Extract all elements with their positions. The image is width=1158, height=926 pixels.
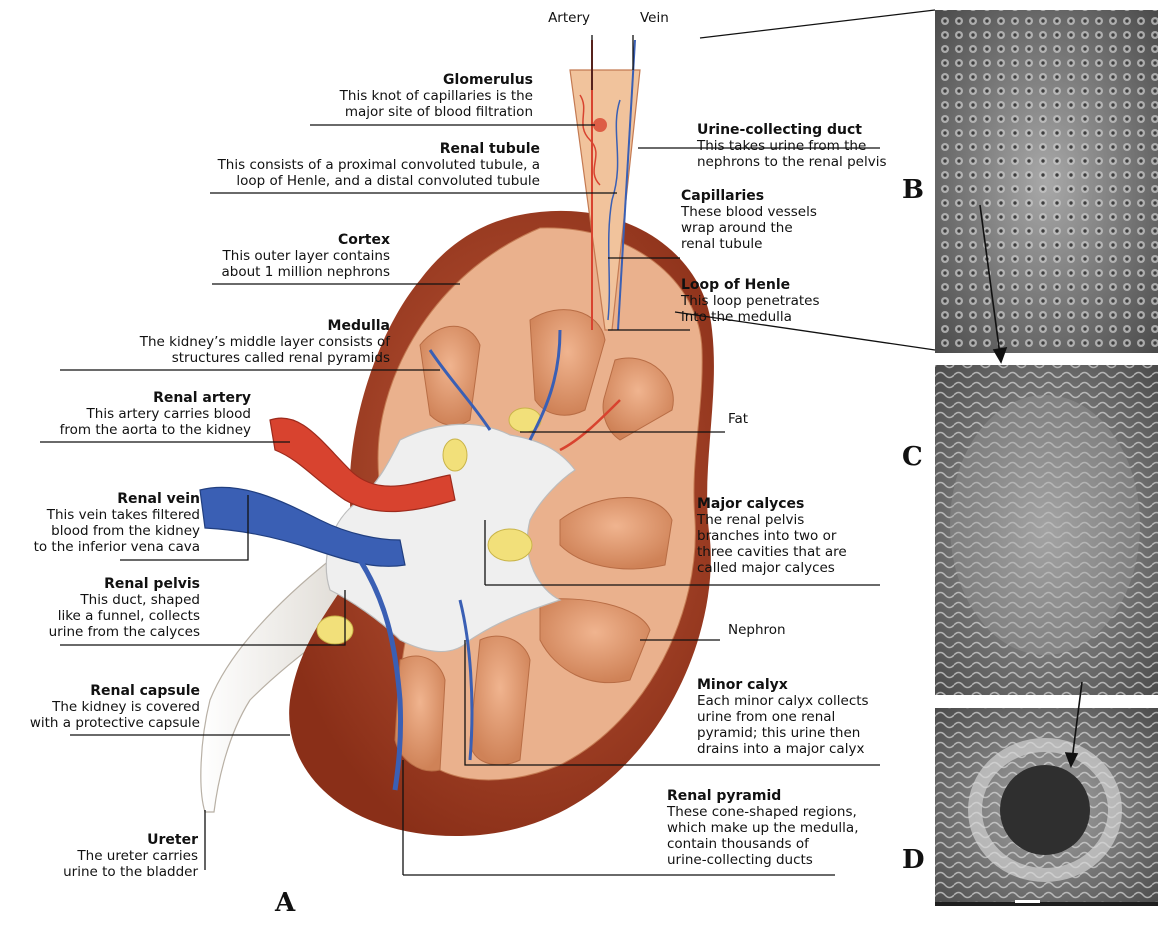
glomerulus-title: Glomerulus bbox=[173, 72, 533, 88]
panel-letter-b: B bbox=[902, 175, 924, 205]
loop-of-henle-title: Loop of Henle bbox=[681, 277, 881, 293]
minor-calyx-description-line: drains into a major calyx bbox=[697, 741, 907, 757]
renal-vein-title: Renal vein bbox=[0, 491, 200, 507]
major-calyces-description-line: branches into two or bbox=[697, 528, 887, 544]
nephron-label: Nephron bbox=[728, 622, 786, 638]
renal-capsule-description-line: with a protective capsule bbox=[0, 715, 200, 731]
major-calyces-description-line: The renal pelvis bbox=[697, 512, 887, 528]
renal-vein-description-line: to the inferior vena cava bbox=[0, 539, 200, 555]
renal-artery-description-line: from the aorta to the kidney bbox=[0, 422, 251, 438]
major-calyces-description-line: called major calyces bbox=[697, 560, 887, 576]
renal-pyramid-description-line: contain thousands of bbox=[667, 836, 897, 852]
major-calyces-title: Major calyces bbox=[697, 496, 887, 512]
medulla-description-line: The kidney’s middle layer consists of bbox=[30, 334, 390, 350]
vein-label: Vein bbox=[640, 10, 700, 26]
panel-letter-a: A bbox=[275, 888, 295, 918]
glomerulus-description-line: major site of blood filtration bbox=[173, 104, 533, 120]
renal-tubule-description-line: loop of Henle, and a distal convoluted t… bbox=[60, 173, 540, 189]
loop-of-henle-description-line: This loop penetrates bbox=[681, 293, 881, 309]
urine-collecting-duct-description-line: nephrons to the renal pelvis bbox=[697, 154, 927, 170]
renal-artery-description-line: This artery carries blood bbox=[0, 406, 251, 422]
sem-panel-d bbox=[935, 708, 1158, 906]
glomerulus-description-line: This knot of capillaries is the bbox=[173, 88, 533, 104]
renal-pelvis-description-line: like a funnel, collects bbox=[0, 608, 200, 624]
artery-label: Artery bbox=[535, 10, 590, 26]
fat-label: Fat bbox=[728, 411, 748, 427]
renal-capsule-title: Renal capsule bbox=[0, 683, 200, 699]
renal-pelvis-description-line: This duct, shaped bbox=[0, 592, 200, 608]
renal-capsule-description-line: The kidney is covered bbox=[0, 699, 200, 715]
renal-pelvis-description-line: urine from the calyces bbox=[0, 624, 200, 640]
renal-pelvis-title: Renal pelvis bbox=[0, 576, 200, 592]
capillaries-description-line: renal tubule bbox=[681, 236, 861, 252]
medulla-title: Medulla bbox=[30, 318, 390, 334]
ureter-title: Ureter bbox=[0, 832, 198, 848]
urine-collecting-duct-title: Urine-collecting duct bbox=[697, 122, 927, 138]
capillaries-description-line: wrap around the bbox=[681, 220, 861, 236]
cortex-title: Cortex bbox=[130, 232, 390, 248]
renal-pyramid-description-line: These cone-shaped regions, bbox=[667, 804, 897, 820]
urine-collecting-duct-description-line: This takes urine from the bbox=[697, 138, 927, 154]
minor-calyx-description-line: pyramid; this urine then bbox=[697, 725, 907, 741]
capillaries-description-line: These blood vessels bbox=[681, 204, 861, 220]
ureter-description-line: urine to the bladder bbox=[0, 864, 198, 880]
minor-calyx-description-line: urine from one renal bbox=[697, 709, 907, 725]
minor-calyx-title: Minor calyx bbox=[697, 677, 907, 693]
renal-tubule-title: Renal tubule bbox=[60, 141, 540, 157]
renal-vein-description-line: blood from the kidney bbox=[0, 523, 200, 539]
cortex-description-line: This outer layer contains bbox=[130, 248, 390, 264]
ureter-description-line: The ureter carries bbox=[0, 848, 198, 864]
loop-of-henle-description-line: into the medulla bbox=[681, 309, 881, 325]
renal-pyramid-description-line: which make up the medulla, bbox=[667, 820, 897, 836]
panel-letter-d: D bbox=[902, 845, 925, 875]
medulla-description-line: structures called renal pyramids bbox=[30, 350, 390, 366]
sem-panel-c bbox=[935, 365, 1158, 695]
panel-letter-c: C bbox=[902, 442, 923, 472]
major-calyces-description-line: three cavities that are bbox=[697, 544, 887, 560]
renal-pyramid-title: Renal pyramid bbox=[667, 788, 897, 804]
renal-tubule-description-line: This consists of a proximal convoluted t… bbox=[60, 157, 540, 173]
renal-vein-description-line: This vein takes filtered bbox=[0, 507, 200, 523]
renal-artery-title: Renal artery bbox=[0, 390, 251, 406]
renal-pyramid-description-line: urine-collecting ducts bbox=[667, 852, 897, 868]
capillaries-title: Capillaries bbox=[681, 188, 861, 204]
sem-panel-b bbox=[935, 10, 1158, 353]
minor-calyx-description-line: Each minor calyx collects bbox=[697, 693, 907, 709]
cortex-description-line: about 1 million nephrons bbox=[130, 264, 390, 280]
